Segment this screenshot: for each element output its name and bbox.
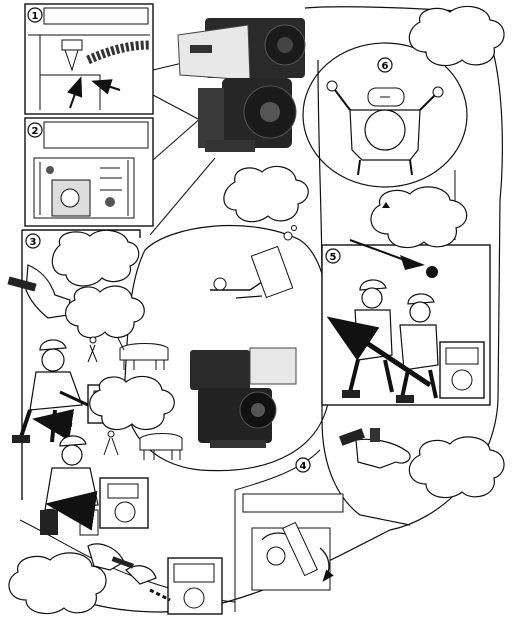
step-4-number: 4 — [300, 461, 307, 472]
speech-cloud-bottom — [8, 552, 107, 615]
worker-with-helmet-icon-5b — [396, 293, 439, 403]
resting-worker-icon — [210, 245, 294, 299]
step-6-panel: 6 — [326, 5, 505, 176]
step-5-badge — [325, 248, 341, 264]
step-1-badge — [27, 7, 43, 23]
center-circle — [123, 224, 333, 472]
hand-pointing-icon-bottom — [87, 543, 157, 585]
diesel-engine-icon — [177, 18, 306, 152]
step-3-badge — [25, 233, 41, 249]
oxen-plowing-icon — [65, 285, 169, 370]
step-3-panel: 3 — [7, 229, 149, 536]
step6-circle — [302, 42, 468, 188]
step-1-number: 1 — [32, 11, 39, 22]
worker-with-helmet-icon — [12, 339, 89, 443]
step-5-panel: 5 — [321, 186, 491, 406]
step-5-number: 5 — [330, 252, 337, 263]
speech-cloud-3 — [51, 229, 140, 287]
hand-pointing-icon-right — [339, 428, 411, 469]
generator-icon — [149, 557, 223, 615]
step-3-number: 3 — [30, 237, 37, 248]
step-2-panel: 2 — [24, 117, 154, 227]
worker-2-icon — [40, 435, 99, 536]
speech-cloud-6 — [408, 5, 505, 67]
happy-generator-mascot-icon — [326, 80, 444, 176]
step-1-panel: 1 — [24, 3, 154, 115]
diesel-engine-center-icon — [190, 347, 297, 448]
fuel-hose — [86, 40, 151, 65]
speech-cloud-center — [223, 165, 309, 223]
step-2-badge — [27, 122, 43, 138]
step-6-badge — [377, 57, 393, 73]
step-2-number: 2 — [32, 126, 39, 137]
speech-cloud-5 — [370, 186, 468, 249]
speech-cloud-right — [408, 436, 505, 499]
step-4-panel: 4 — [242, 457, 344, 591]
step-4-badge — [295, 457, 311, 473]
oxen-plowing-icon-2 — [89, 375, 183, 460]
step-6-number: 6 — [382, 61, 389, 72]
